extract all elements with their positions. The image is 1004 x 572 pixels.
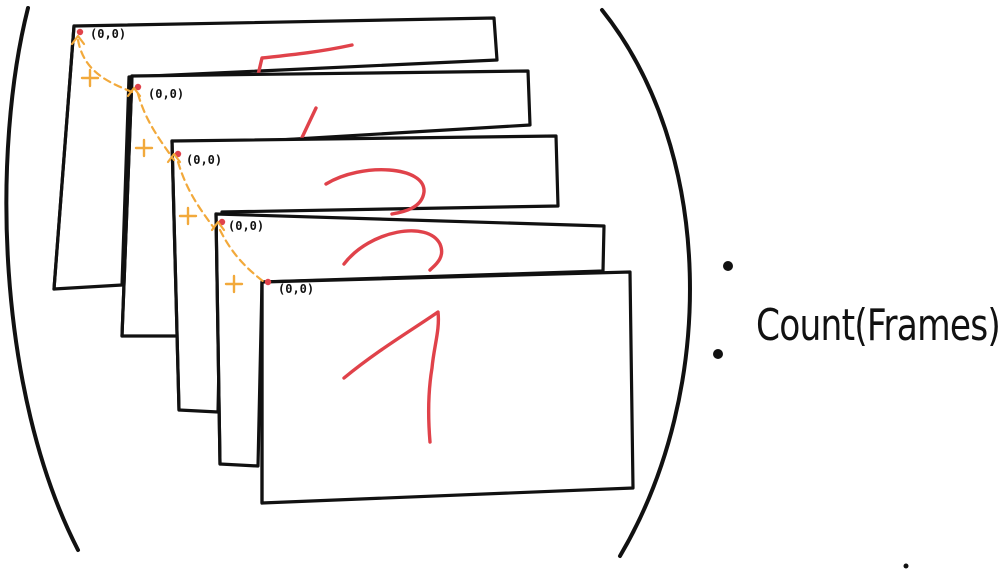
- frame-2-edge: [214, 212, 222, 466]
- frame-4-edge: [120, 74, 134, 338]
- frame-2-digit: [342, 229, 444, 272]
- frame-3-digit: [324, 168, 426, 216]
- frame-3: (0,0): [170, 134, 560, 414]
- frame-3-origin-label: (0,0): [186, 153, 222, 167]
- frame-1-origin-dot: [264, 278, 272, 286]
- plus-icon: [178, 206, 198, 226]
- frame-1-outline: [260, 270, 635, 505]
- transform-path: [76, 38, 266, 284]
- frame-1: (0,0): [260, 270, 635, 505]
- transform-arrowhead-3: [166, 152, 182, 164]
- frame-5-digit: [256, 43, 354, 77]
- transform-arrowhead-2: [210, 220, 226, 232]
- transform-arrowhead-5: [70, 34, 86, 46]
- count-label: Count(Frames): [756, 300, 1000, 351]
- stray-dot: [903, 563, 909, 569]
- frame-1-origin-label: (0,0): [278, 282, 314, 296]
- transform-arrowhead-4: [126, 86, 142, 98]
- frame-4-origin-label: (0,0): [148, 87, 184, 101]
- frame-5-origin-dot: [76, 28, 84, 36]
- frame-5-origin-label: (0,0): [90, 27, 126, 41]
- frame-1-digit: [342, 310, 441, 444]
- left-parenthesis: [4, 6, 80, 552]
- right-parenthesis: [600, 8, 692, 558]
- frame-2-origin-label: (0,0): [228, 219, 264, 233]
- frame-5-edge: [52, 24, 76, 291]
- plus-icon: [134, 138, 154, 158]
- frame-5: (0,0): [52, 16, 499, 291]
- colon-dot-top: [723, 261, 733, 271]
- frame-3-edge: [170, 139, 181, 412]
- frame-4-origin-dot: [134, 83, 142, 91]
- plus-icon: [224, 274, 244, 294]
- colon-dot-bottom: [713, 349, 723, 359]
- plus-icon: [80, 68, 100, 88]
